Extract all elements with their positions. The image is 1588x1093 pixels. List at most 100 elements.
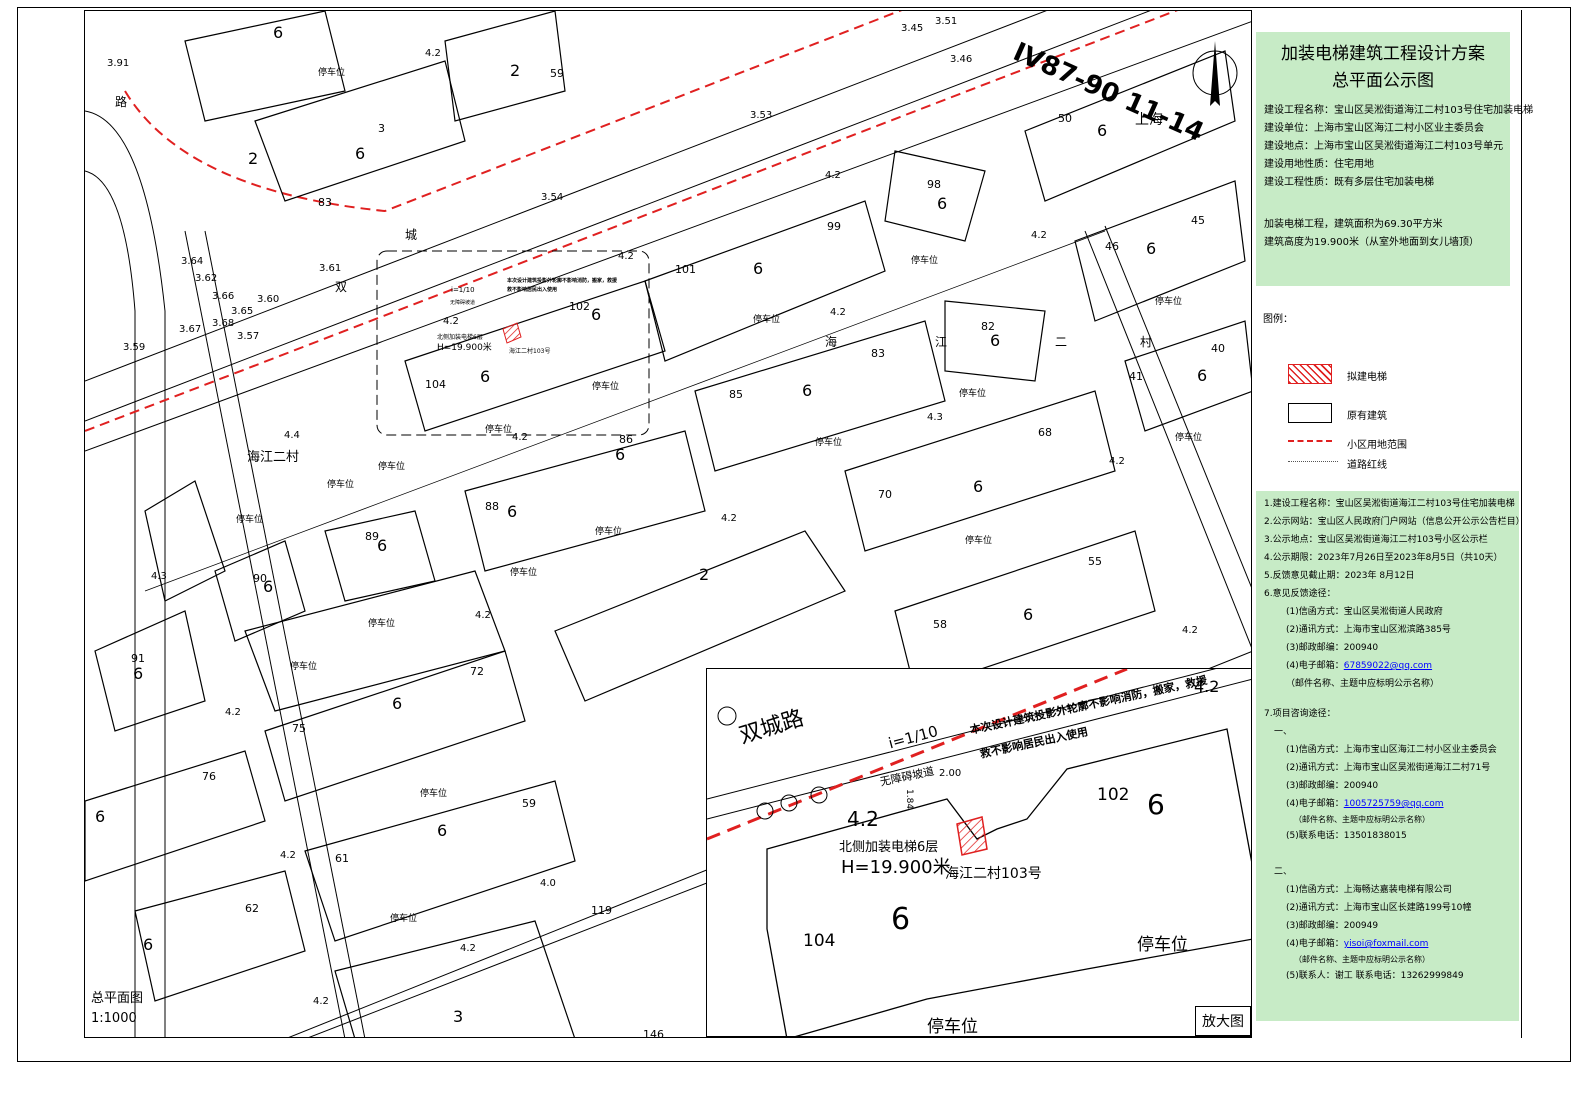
road-char: 二 — [1055, 335, 1068, 349]
building-number: 2 — [699, 565, 710, 584]
notice-line: 3.公示地点：宝山区吴淞街道海江二村103号小区公示栏 — [1264, 535, 1488, 545]
consult-email-link[interactable]: 1005725759@qq.com — [1343, 799, 1444, 809]
road-char: 双 — [335, 280, 348, 294]
consult-one: 一、 — [1274, 727, 1293, 737]
elevator-note: 北侧加装电梯6层 — [437, 334, 483, 341]
building-floors: 6 — [990, 331, 1001, 350]
inset-address: 海江二村103号 — [945, 866, 1042, 882]
building-floors: 6 — [263, 577, 274, 596]
building-number: 85 — [729, 388, 743, 401]
building-floors: 6 — [133, 664, 144, 683]
legend-label: 道路红线 — [1347, 460, 1387, 471]
building-number: 62 — [245, 902, 259, 915]
building-number: 101 — [675, 263, 696, 276]
building-floors: 6 — [1197, 366, 1208, 385]
fire-note: 本次设计建筑投影外轮廓不影响消防，搬家，救援 — [507, 278, 618, 284]
elevation: 4.2 — [512, 432, 528, 443]
elevation: 3.61 — [319, 263, 342, 274]
building-number: 88 — [485, 500, 499, 513]
parking-label: 停车位 — [485, 425, 513, 435]
scale-title: 总平面图 — [91, 991, 144, 1006]
parking-label: 停车位 — [290, 662, 318, 672]
zoom-inset[interactable]: 双城路 i=1/10 本次设计建筑投影外轮廓不影响消防，搬家，救援 救不影响居民… — [706, 668, 1251, 1037]
legend-label: 拟建电梯 — [1347, 372, 1387, 383]
feedback-line: (2)通讯方式：上海市宝山区淞滨路385号 — [1286, 625, 1451, 635]
inset-floors: 6 — [891, 902, 911, 937]
consult-line: (1)信函方式：上海市宝山区海江二村小区业主委员会 — [1286, 745, 1497, 755]
parking-label: 停车位 — [236, 515, 264, 525]
building-number: 83 — [318, 196, 332, 209]
inset-building-104: 104 — [803, 931, 836, 951]
inset-elevation: 4.2 — [1194, 677, 1220, 696]
building-number: 98 — [927, 178, 941, 191]
elevation: 3.60 — [257, 294, 280, 305]
legend-elevator-swatch — [1288, 364, 1332, 384]
consult-two: 二、 — [1274, 867, 1293, 877]
consult-email-link[interactable]: yisoi@foxmail.com — [1343, 939, 1429, 949]
building-number: 40 — [1211, 342, 1225, 355]
feedback-note: （邮件名称、主题中应标明公示名称） — [1286, 679, 1440, 689]
elevation: 4.2 — [1031, 230, 1047, 241]
zoom-label: 放大图 — [1195, 1006, 1251, 1036]
building-floors: 6 — [392, 694, 403, 713]
parking-label: 停车位 — [390, 914, 418, 924]
consult-line: (1)信函方式：上海畅达嘉装电梯有限公司 — [1286, 885, 1452, 895]
site-plan-map[interactable]: 上海 IV87-90 11-14 海江二村 路 城 双 海 江 二 村 6 2 … — [84, 10, 1252, 1038]
notice-line: 1.建设工程名称：宝山区吴淞街道海江二村103号住宅加装电梯 — [1264, 499, 1515, 509]
elevation: 3.59 — [123, 342, 146, 353]
drawing-border — [17, 7, 1571, 1062]
area-line: 加装电梯工程，建筑面积为69.30平方米 — [1264, 219, 1443, 230]
road-char: 海 — [825, 335, 838, 349]
elevation: 3.91 — [107, 58, 130, 69]
project-area-outline — [376, 250, 650, 436]
elevation: 3.57 — [237, 331, 260, 342]
feedback-email-link[interactable]: 67859022@qq.com — [1343, 661, 1433, 671]
consult-note: （邮件名称、主题中应标明公示名称） — [1294, 955, 1430, 964]
elevation: 4.4 — [284, 430, 300, 441]
parking-label: 停车位 — [965, 536, 993, 546]
building-floors: 6 — [973, 477, 984, 496]
building-floors: 6 — [591, 305, 602, 324]
building-number: 83 — [871, 347, 885, 360]
parking-label: 停车位 — [368, 619, 396, 629]
building-floors: 6 — [1097, 121, 1108, 140]
building-floors: 6 — [615, 445, 626, 464]
consult-email-label: (4)电子邮箱： — [1286, 939, 1344, 949]
notice-panel: 1.建设工程名称：宝山区吴淞街道海江二村103号住宅加装电梯 2.公示网站：宝山… — [1256, 491, 1525, 1021]
building-number: 99 — [827, 220, 841, 233]
parking-label: 停车位 — [959, 389, 987, 399]
consult-line: (2)通讯方式：上海市宝山区长建路199号10幢 — [1286, 903, 1472, 913]
info-line: 建设用地性质：住宅用地 — [1264, 159, 1374, 170]
elevation: 3.65 — [231, 306, 254, 317]
building-floors: 6 — [437, 821, 448, 840]
parking-label: 停车位 — [911, 256, 939, 266]
building-number: 90 — [253, 572, 267, 585]
scale-block: 总平面图 1:1000 — [91, 989, 143, 1029]
city-label: 上海 — [1135, 112, 1163, 128]
address-note: 海江二村103号 — [509, 348, 551, 355]
parking-label: 停车位 — [327, 480, 355, 490]
inset-parking: 停车位 — [1137, 935, 1188, 955]
road-char: 路 — [115, 95, 128, 109]
parking-label: 停车位 — [318, 68, 346, 78]
building-number: 58 — [933, 618, 947, 631]
building-floors: 6 — [273, 23, 284, 42]
building-number: 70 — [878, 488, 892, 501]
parking-label: 停车位 — [420, 789, 448, 799]
building-floors: 6 — [753, 259, 764, 278]
elevation: 4.2 — [721, 513, 737, 524]
consult-email-label: (4)电子邮箱： — [1286, 799, 1344, 809]
building-number: 146 — [643, 1028, 664, 1038]
elevation: 3.54 — [541, 192, 564, 203]
building-floors: 6 — [95, 807, 106, 826]
height-line: 建筑高度为19.900米（从室外地面到女儿墙顶） — [1264, 237, 1479, 248]
inset-building-102: 102 — [1097, 785, 1130, 805]
building-number: 59 — [522, 797, 536, 810]
scale-value: 1:1000 — [91, 1011, 137, 1026]
feedback-line: (1)信函方式：宝山区吴淞街道人民政府 — [1286, 607, 1443, 617]
elevation: 4.2 — [425, 48, 441, 59]
building-number: 68 — [1038, 426, 1052, 439]
info-column-border — [1252, 10, 1522, 1038]
inset-dim-small: 1.84 — [904, 789, 914, 810]
building-number: 41 — [1129, 370, 1143, 383]
